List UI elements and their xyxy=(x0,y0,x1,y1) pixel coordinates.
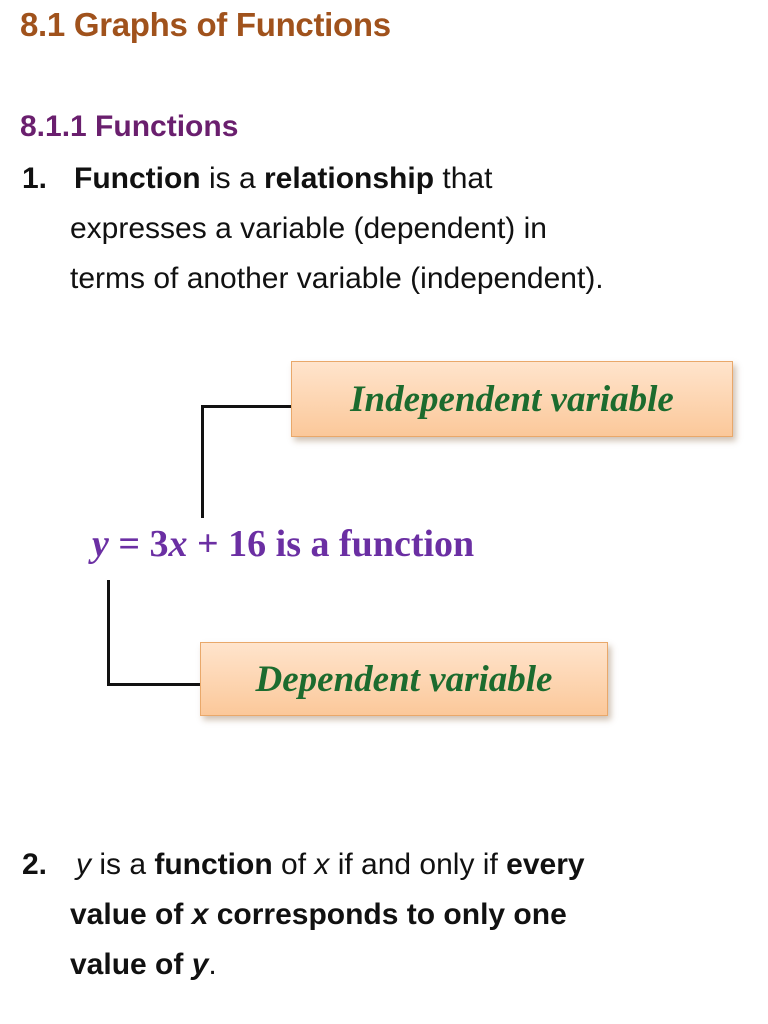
point-2-line-1: y is a function of x if and only if ever… xyxy=(76,840,585,890)
equation-middle: = 3 xyxy=(108,523,169,565)
text-segment: corresponds to only one xyxy=(208,898,567,931)
point-2-line-3: value of y. xyxy=(70,940,217,990)
text-segment: value of xyxy=(70,948,192,981)
point-1-line-2: expresses a variable (dependent) in xyxy=(70,212,547,245)
connector-independent-vertical xyxy=(201,405,204,518)
point-1-line-1: Function is a relationship that xyxy=(74,154,492,204)
term-function: function xyxy=(154,848,273,881)
text-segment: is a xyxy=(200,162,264,195)
text-segment: that xyxy=(434,162,493,195)
var-x: x xyxy=(191,898,209,931)
var-y: y xyxy=(76,848,91,881)
var-y: y xyxy=(191,948,209,981)
term-relationship: relationship xyxy=(264,162,435,195)
independent-variable-box: Independent variable xyxy=(291,361,733,437)
point-number: 2. xyxy=(22,848,48,881)
section-title: 8.1 Graphs of Functions xyxy=(20,6,391,43)
text-segment: . xyxy=(208,948,217,981)
subsection-title: 8.1.1 Functions xyxy=(20,110,239,143)
connector-dependent-vertical xyxy=(107,580,110,686)
dependent-variable-box: Dependent variable xyxy=(200,642,608,716)
definition-point-2: 2. y is a function of x if and only if e… xyxy=(22,840,762,1000)
text-segment: value of xyxy=(70,898,192,931)
point-1-line-3: terms of another variable (independent). xyxy=(70,262,604,295)
equation-y: y xyxy=(92,523,109,565)
text-segment: is a xyxy=(91,848,155,881)
equation-x: x xyxy=(168,523,188,565)
function-equation: y = 3x + 16 is a function xyxy=(92,522,474,566)
text-segment: if and only if xyxy=(329,848,507,881)
connector-dependent-horizontal xyxy=(107,683,202,686)
text-segment: of xyxy=(272,848,315,881)
equation-tail: + 16 is a function xyxy=(187,523,475,565)
term-function: Function xyxy=(74,162,201,195)
definition-point-1: 1. Function is a relationship that expre… xyxy=(22,154,762,314)
point-number: 1. xyxy=(22,162,48,195)
point-2-line-2: value of x corresponds to only one xyxy=(70,890,567,940)
connector-independent-horizontal xyxy=(201,405,293,408)
term-every: every xyxy=(506,848,585,881)
var-x: x xyxy=(314,848,330,881)
